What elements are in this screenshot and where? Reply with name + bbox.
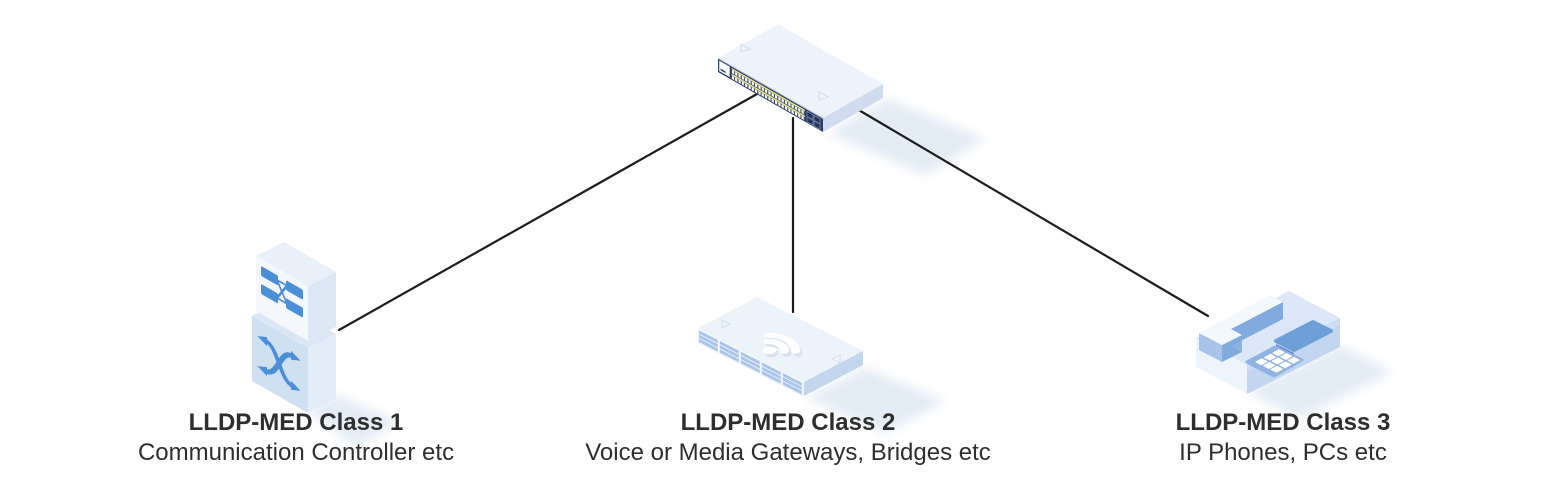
wifi-icon	[762, 332, 803, 358]
label-class3-title: LLDP-MED Class 3	[1175, 409, 1391, 436]
phone-screen	[1274, 320, 1333, 352]
handset-top-face	[1199, 295, 1283, 345]
switch-fabric-icon	[261, 266, 303, 318]
device-shadows	[306, 99, 1392, 446]
label-class1-title: LLDP-MED Class 1	[188, 409, 404, 436]
controller-upper-top	[256, 242, 336, 286]
switch-top-face	[718, 24, 883, 118]
label-class1-subtitle: Communication Controller etc	[137, 439, 455, 466]
connectors	[337, 92, 1210, 332]
connector-line-class1	[337, 92, 759, 332]
gateway-top-mark-2	[830, 354, 841, 364]
gateway-end-face	[804, 351, 863, 396]
label-class2: LLDP-MED Class 2 Voice or Media Gateways…	[528, 408, 1048, 468]
connector-line-class3	[855, 107, 1210, 318]
handset-end-face	[1199, 333, 1222, 362]
switch-sfp-ports	[806, 111, 821, 130]
controller-upper-side	[308, 272, 336, 341]
switch-top-mark-2	[818, 90, 830, 101]
switch-top-mark-1	[740, 42, 752, 53]
controller-shadow	[306, 395, 400, 446]
gateway-top-mark-1	[721, 319, 732, 329]
gateway-vent-face	[698, 328, 804, 398]
controller-upper-front	[256, 256, 308, 341]
label-class1: LLDP-MED Class 1 Communication Controlle…	[76, 408, 516, 468]
media-gateway-illustration	[698, 297, 863, 398]
label-class2-title: LLDP-MED Class 2	[680, 409, 896, 436]
label-class3: LLDP-MED Class 3 IP Phones, PCs etc	[1063, 408, 1503, 468]
phone-shadow	[1247, 346, 1392, 418]
phone-keypad-keys	[1255, 349, 1300, 373]
ip-phone-illustration	[1196, 291, 1340, 394]
switch-ports-face	[718, 58, 823, 132]
label-class2-subtitle: Voice or Media Gateways, Bridges etc	[585, 439, 991, 466]
controller-lower-side	[308, 334, 336, 413]
gateway-shadow	[806, 368, 945, 433]
switch-end-face	[823, 84, 883, 132]
handset-front-face-2	[1231, 302, 1283, 346]
network-switch-illustration	[718, 24, 883, 132]
label-class3-subtitle: IP Phones, PCs etc	[1179, 439, 1387, 466]
controller-lower-front	[252, 316, 308, 413]
communication-controller-illustration	[252, 242, 336, 413]
